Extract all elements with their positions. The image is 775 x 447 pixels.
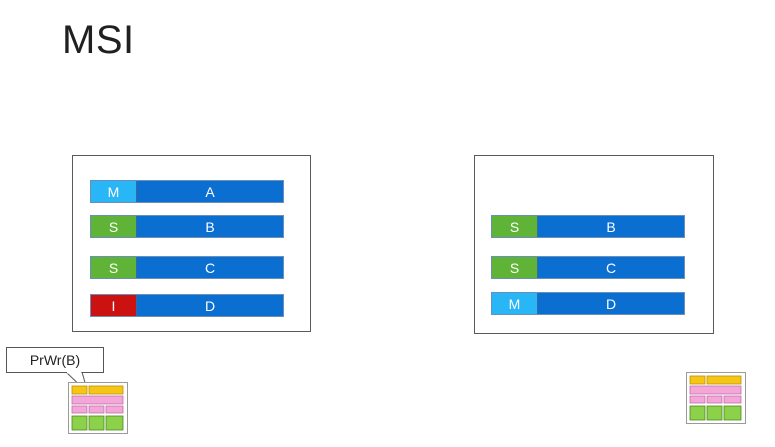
- cache-line: S C: [90, 256, 284, 279]
- state-label: S: [91, 216, 137, 237]
- state-label: S: [91, 257, 137, 278]
- block-label: A: [137, 181, 283, 202]
- block-label: C: [137, 257, 283, 278]
- block-label: C: [538, 257, 684, 278]
- cache-line: S B: [90, 215, 284, 238]
- state-label: M: [91, 181, 137, 202]
- cache-line: S C: [491, 256, 685, 279]
- cache-line: M D: [491, 292, 685, 315]
- cache-right: S B S C M D: [474, 155, 714, 334]
- block-label: D: [538, 293, 684, 314]
- cache-line: I D: [90, 294, 284, 317]
- slide-title: MSI: [62, 18, 135, 62]
- state-label: M: [492, 293, 538, 314]
- processor-chip-icon: [68, 382, 128, 434]
- callout-bubble: PrWr(B): [6, 347, 104, 373]
- state-label: S: [492, 257, 538, 278]
- processor-chip-icon: [686, 372, 746, 424]
- cache-line: S B: [491, 215, 685, 238]
- block-label: B: [538, 216, 684, 237]
- state-label: S: [492, 216, 538, 237]
- cache-line: M A: [90, 180, 284, 203]
- block-label: D: [137, 295, 283, 316]
- state-label: I: [91, 295, 137, 316]
- block-label: B: [137, 216, 283, 237]
- cache-left: M A S B S C I D: [72, 155, 311, 332]
